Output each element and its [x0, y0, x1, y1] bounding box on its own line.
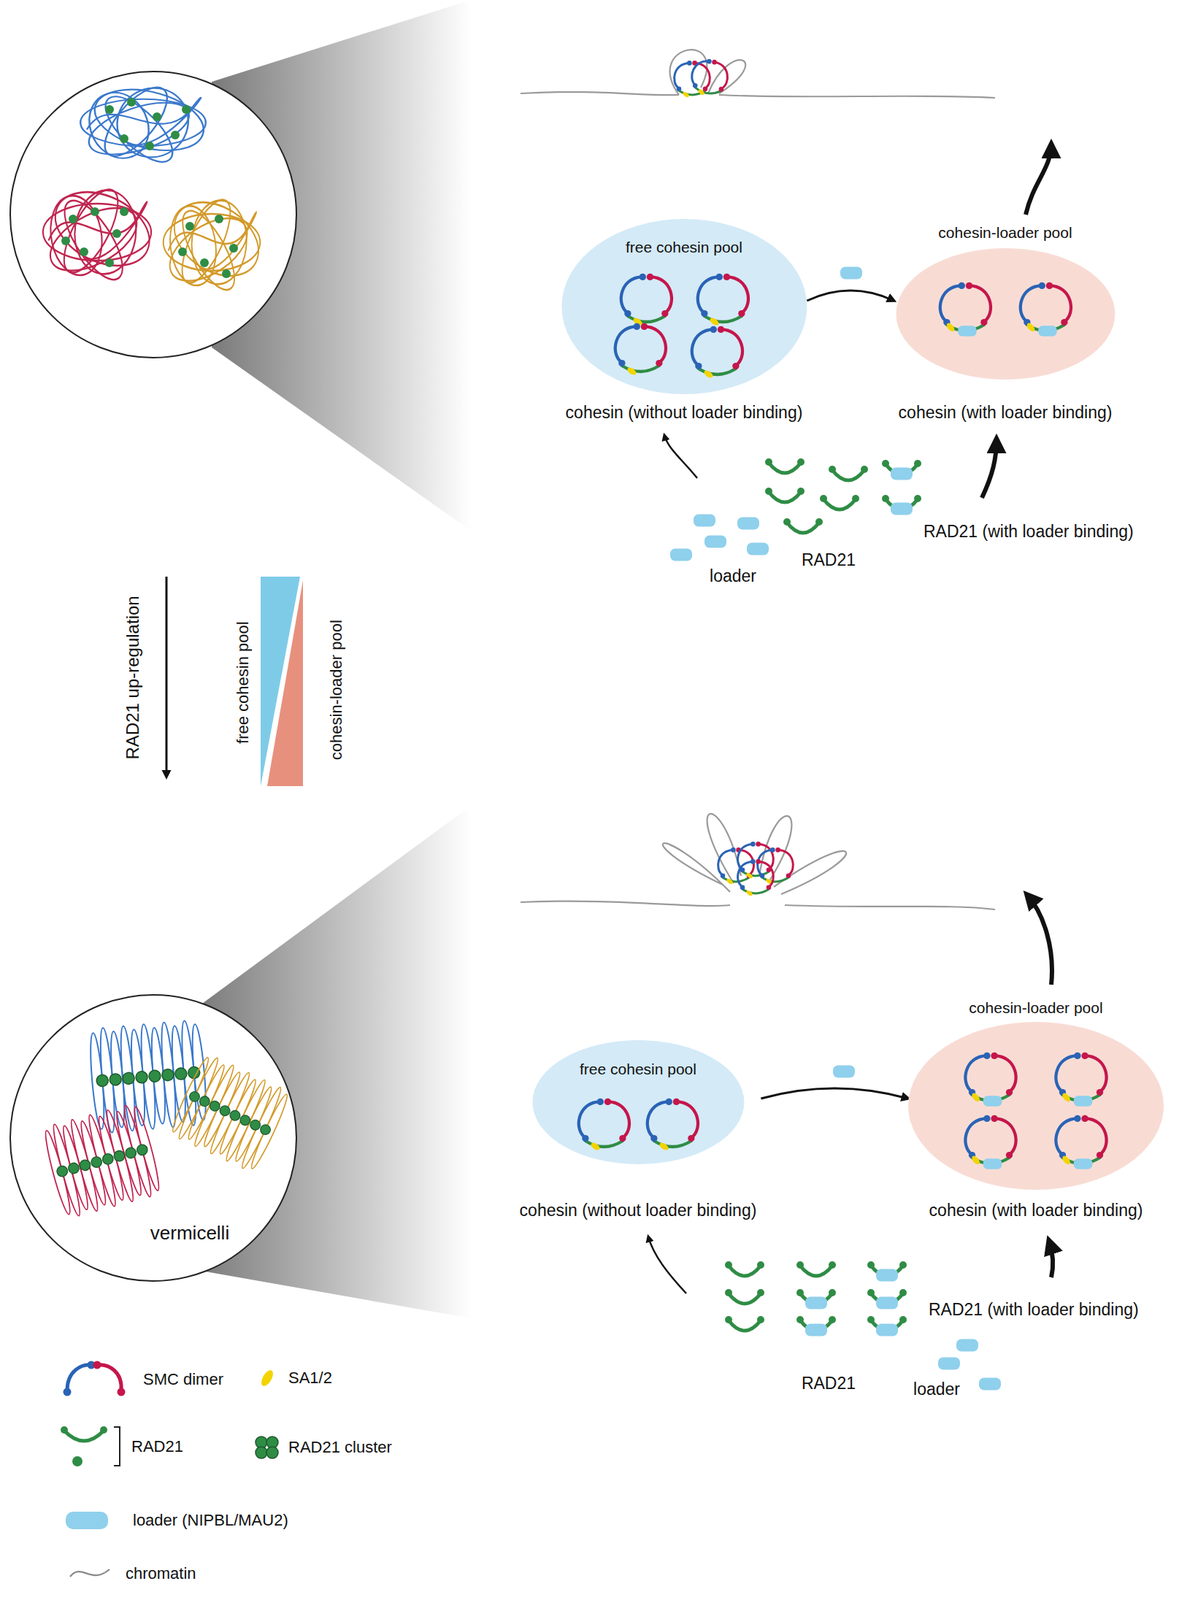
- pool-label: RAD21: [801, 1373, 856, 1395]
- axis-label: RAD21 up-regulation: [122, 595, 144, 760]
- pool-label: cohesin (without loader binding): [519, 1200, 758, 1222]
- cohesin-ring: [718, 847, 755, 885]
- pool-label: RAD21 (with loader binding): [923, 521, 1134, 543]
- rad21-icon: [828, 465, 869, 481]
- cohesin-ring: [738, 859, 774, 897]
- pool-label: cohesin (with loader binding): [929, 1200, 1144, 1222]
- pool-heading: vermicelli: [150, 1222, 230, 1245]
- cohesin-ring: [757, 847, 794, 885]
- loader-icon: [704, 535, 727, 549]
- loader-icon: [938, 1357, 961, 1371]
- loader-icon: [670, 548, 693, 562]
- pool-fill: [532, 1040, 744, 1165]
- legend-swatch: [65, 1511, 109, 1530]
- cohesin-ring: [689, 56, 731, 100]
- circle-border: [10, 995, 297, 1282]
- loader-icon: [746, 543, 769, 556]
- rad21-loader-icon: [796, 1289, 836, 1310]
- pool-ellipse: free cohesin pool cohesin (without loader…: [515, 1040, 762, 1225]
- cohesin-ring: [738, 841, 774, 879]
- rad21-icon: [819, 494, 860, 510]
- pool-heading: free cohesin pool: [625, 237, 743, 257]
- legend-text: SMC dimer: [143, 1370, 224, 1390]
- rad21-loader-icon: [867, 1261, 907, 1282]
- legend-text: RAD21: [131, 1437, 184, 1457]
- pool-label: RAD21: [801, 550, 856, 571]
- loader-icon: [693, 514, 716, 528]
- zoom-circle-ground: [10, 995, 297, 1282]
- zoom-circle: [10, 71, 297, 358]
- pool-shape: [908, 995, 1164, 1225]
- pool-fill: [895, 248, 1115, 380]
- axis-label: free cohesin pool: [233, 621, 253, 744]
- flow-arrow: [806, 290, 894, 301]
- rad21-loader-icon: [867, 1316, 907, 1337]
- rad21-icon: [765, 487, 805, 503]
- cohesin-group: [578, 1098, 698, 1153]
- sa-sample: [259, 1368, 276, 1389]
- pool-ellipse: free cohesin pool cohesin (without loader…: [561, 219, 808, 427]
- cohesin-group: [614, 273, 748, 380]
- pool-label: cohesin (with loader binding): [898, 402, 1113, 424]
- pool-ellipse: cohesin-loader pool cohesin (with loader …: [908, 995, 1164, 1225]
- chromatin-tangle: [80, 78, 213, 171]
- pool-heading: free cohesin pool: [579, 1060, 697, 1079]
- pool-label: RAD21 (with loader binding): [928, 1300, 1139, 1321]
- pool-label: loader: [709, 566, 757, 587]
- loader-icon: [956, 1339, 979, 1353]
- rad21-icon: [765, 458, 805, 474]
- legend-text: SA1/2: [288, 1368, 333, 1388]
- pool-ellipse: cohesin-loader pool cohesin (with loader …: [894, 220, 1117, 427]
- chromatin-tangle: [163, 189, 266, 301]
- vermicelli-chromatin: [40, 1101, 163, 1220]
- rad21-icon: [796, 1261, 836, 1277]
- chromatin-line: [520, 49, 996, 98]
- vermicelli-chromatin: [87, 1019, 209, 1135]
- loader-icon: [832, 1065, 855, 1079]
- rad21-icon: [724, 1289, 765, 1304]
- pool-label: cohesin (without loader binding): [565, 402, 804, 424]
- chromatin-tangle: [43, 178, 157, 291]
- vermicelli-chromatin: [167, 1052, 293, 1174]
- loader-icon: [840, 267, 863, 280]
- pool-fill: [908, 1022, 1164, 1190]
- chromatin-line: [520, 813, 996, 910]
- axis-label: cohesin-loader pool: [327, 619, 347, 760]
- pool-shape: [894, 220, 1117, 427]
- rad21-icon: [783, 518, 823, 533]
- pool-heading: cohesin-loader pool: [938, 223, 1072, 242]
- rad21-loader-icon: [796, 1316, 836, 1337]
- pool-label: loader: [913, 1379, 961, 1401]
- loader-icon: [978, 1378, 1001, 1391]
- pool-heading: cohesin-loader pool: [968, 998, 1103, 1017]
- legend-text: RAD21 cluster: [288, 1438, 393, 1458]
- smc-dimer-sample: [63, 1361, 126, 1397]
- legend-text: chromatin: [125, 1564, 197, 1584]
- chromatin-sample: [70, 1569, 110, 1577]
- rad21-loader-icon: [867, 1289, 907, 1310]
- loader-icon: [737, 517, 760, 531]
- rad21-cluster-sample: [255, 1436, 279, 1459]
- rad21-icon: [724, 1316, 765, 1331]
- rad21-dots: [61, 97, 238, 279]
- rad21-loader-icon: [881, 494, 922, 516]
- cohesin-group: [939, 282, 1071, 337]
- cohesin-group: [965, 1052, 1107, 1170]
- rad21-loader-icon: [881, 459, 922, 481]
- rad21-icon: [724, 1261, 765, 1277]
- legend-text: loader (NIPBL/MAU2): [132, 1511, 289, 1531]
- flow-arrow: [760, 1088, 909, 1099]
- pool-fill: [561, 219, 807, 395]
- zoom-circle: vermicelli: [10, 995, 297, 1282]
- loader-pool-triangle: [267, 580, 303, 787]
- rad21-sample: [60, 1426, 120, 1467]
